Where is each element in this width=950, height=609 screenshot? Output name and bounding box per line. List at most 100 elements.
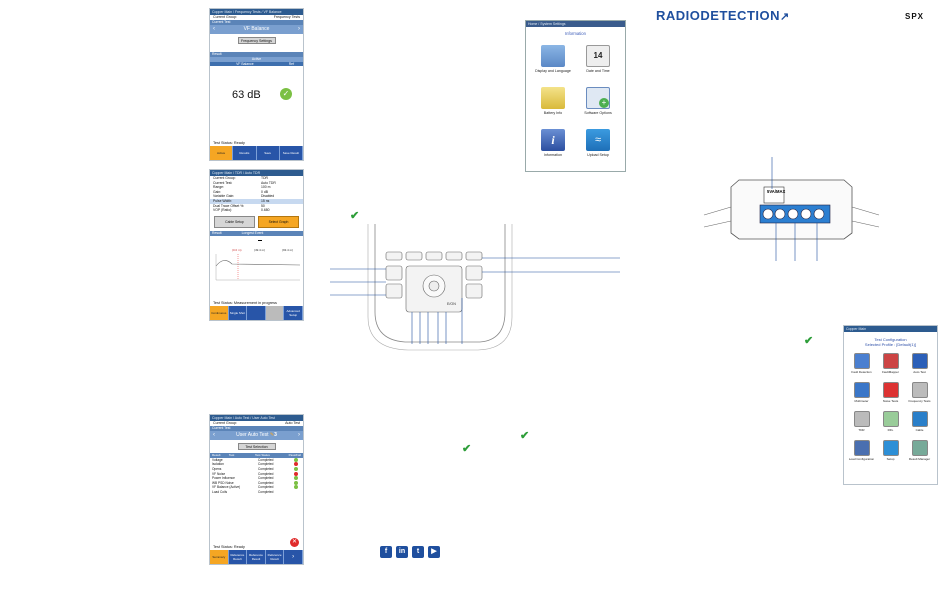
- tab-more[interactable]: ›: [284, 550, 303, 564]
- tdr-tab-bar: Continuous Single Shot Advanced Setup: [210, 306, 303, 320]
- group-label: Current Group:: [213, 421, 237, 425]
- setting-row[interactable]: Range:100 m: [210, 185, 303, 190]
- select-graph-button[interactable]: Select Graph: [258, 215, 299, 228]
- config-item[interactable]: Auto Test: [905, 353, 934, 374]
- config-item-label: Frequency Tests: [908, 399, 931, 403]
- monitor-icon: [541, 45, 565, 67]
- tab-ref-2[interactable]: Reference Result: [247, 550, 266, 564]
- upload-setup-item[interactable]: ≈Upload Setup: [579, 129, 617, 157]
- tab-active[interactable]: Active: [210, 146, 234, 160]
- test-status: Completed: [258, 462, 274, 467]
- test-name: User Auto Test: [236, 432, 269, 438]
- setting-row[interactable]: Pulse Width:15 ns: [210, 198, 303, 204]
- setting-value: 100 m: [261, 185, 271, 190]
- setting-label: Current Group:: [213, 176, 236, 180]
- software-options-item[interactable]: +Software Options: [579, 87, 617, 115]
- tab-save-result[interactable]: Save Result: [280, 146, 303, 160]
- prev-icon[interactable]: ‹: [213, 26, 215, 32]
- config-item[interactable]: Result Manager: [905, 440, 934, 461]
- next-icon[interactable]: ›: [298, 26, 300, 32]
- setting-row[interactable]: Variable Gain:Disabled: [210, 194, 303, 199]
- linkedin-icon[interactable]: in: [396, 546, 408, 558]
- twitter-icon[interactable]: t: [412, 546, 424, 558]
- test-name: Isolation: [212, 462, 224, 467]
- setting-label: VOP (Ratio):: [213, 208, 233, 213]
- setting-row[interactable]: Current Test:Auto TDR: [210, 181, 303, 186]
- spx-logo: SPX: [905, 12, 925, 21]
- config-item[interactable]: RFL: [876, 411, 905, 432]
- setting-row[interactable]: Gain:0 dB: [210, 190, 303, 195]
- config-item[interactable]: Cable: [905, 411, 934, 432]
- group-label: Current Group:: [213, 15, 237, 19]
- table-row[interactable]: Isolation Completed: [210, 462, 303, 467]
- tab-save[interactable]: Save: [257, 146, 280, 160]
- config-item-icon: [853, 411, 870, 427]
- tab-ref-3[interactable]: Reference Result: [266, 550, 285, 564]
- status-value: Ready: [233, 141, 245, 145]
- config-item-label: Auto Test: [913, 370, 926, 374]
- setting-value: Disabled: [261, 194, 275, 199]
- frequency-settings-button[interactable]: Frequency Settings: [237, 37, 276, 44]
- tdr-graph[interactable]: (0.0 m) (49.4 m) (93.4 m): [210, 236, 303, 286]
- test-name: VF Noise: [212, 471, 226, 476]
- config-item-label: Noise Tests: [882, 399, 899, 403]
- setting-value: 15 ns: [261, 198, 270, 203]
- tab-single-shot[interactable]: Single Shot: [229, 306, 248, 320]
- config-item-label: Result Manager: [908, 457, 931, 461]
- status-value: Measurement in progress: [233, 301, 277, 305]
- config-item[interactable]: Frequency Tests: [905, 382, 934, 403]
- setting-value: 0.680: [261, 208, 270, 213]
- titlebar: Home / System Settings: [526, 21, 625, 27]
- tab-empty-1[interactable]: [247, 306, 266, 320]
- tab-empty-2[interactable]: [265, 306, 285, 320]
- test-status: Completed: [258, 490, 274, 495]
- result-header: Result: [212, 230, 222, 235]
- battery-info-item[interactable]: Battery Info: [534, 87, 572, 115]
- setting-row[interactable]: VOP (Ratio): 0.680: [210, 208, 303, 213]
- config-item[interactable]: Multimeter: [847, 382, 876, 403]
- config-item[interactable]: Setup: [876, 440, 905, 461]
- display-language-item[interactable]: Display and Language: [534, 45, 572, 73]
- prev-icon[interactable]: ‹: [213, 432, 215, 438]
- test-header: Current Test: [210, 20, 303, 25]
- config-item[interactable]: FaultMapper: [876, 353, 905, 374]
- table-row[interactable]: VF Balance (Active)Completed: [210, 485, 303, 490]
- edit-icon[interactable]: ✎: [269, 432, 275, 438]
- youtube-icon[interactable]: ▶: [428, 546, 440, 558]
- test-status: Completed: [258, 476, 274, 481]
- tab-results[interactable]: Results: [233, 146, 257, 160]
- config-item[interactable]: Fault Detection: [847, 353, 876, 374]
- tab-ref-1[interactable]: Reference Result: [229, 550, 248, 564]
- config-item[interactable]: Load Configuration: [847, 440, 876, 461]
- setting-row[interactable]: Current Group:TDR: [210, 176, 303, 181]
- next-icon[interactable]: ›: [298, 432, 300, 438]
- cable-setup-button[interactable]: Cable Setup: [214, 215, 255, 228]
- test-selection-button[interactable]: Test Selection: [237, 443, 276, 450]
- test-header: Current Test: [210, 426, 303, 431]
- tab-summary[interactable]: Summary: [210, 550, 229, 564]
- facebook-icon[interactable]: f: [380, 546, 392, 558]
- config-item[interactable]: TDR: [847, 411, 876, 432]
- graph-marker: [258, 239, 262, 241]
- tab-continuous[interactable]: Continuous: [210, 306, 229, 320]
- setting-row[interactable]: Dual Trace Offset %:50: [210, 204, 303, 209]
- test-selector[interactable]: ‹VF Balance›: [210, 25, 303, 34]
- auto-tab-bar: Summary Reference Result Reference Resul…: [210, 550, 303, 564]
- tab-advanced-setup[interactable]: Advanced Setup: [284, 306, 303, 320]
- test-selector[interactable]: ‹User Auto Test ✎3›: [210, 431, 303, 440]
- config-item[interactable]: Noise Tests: [876, 382, 905, 403]
- software-icon: +: [586, 87, 610, 109]
- test-status: Completed: [258, 467, 274, 472]
- test-configuration-screen: Copper Main Test Configuration Selected …: [843, 325, 938, 485]
